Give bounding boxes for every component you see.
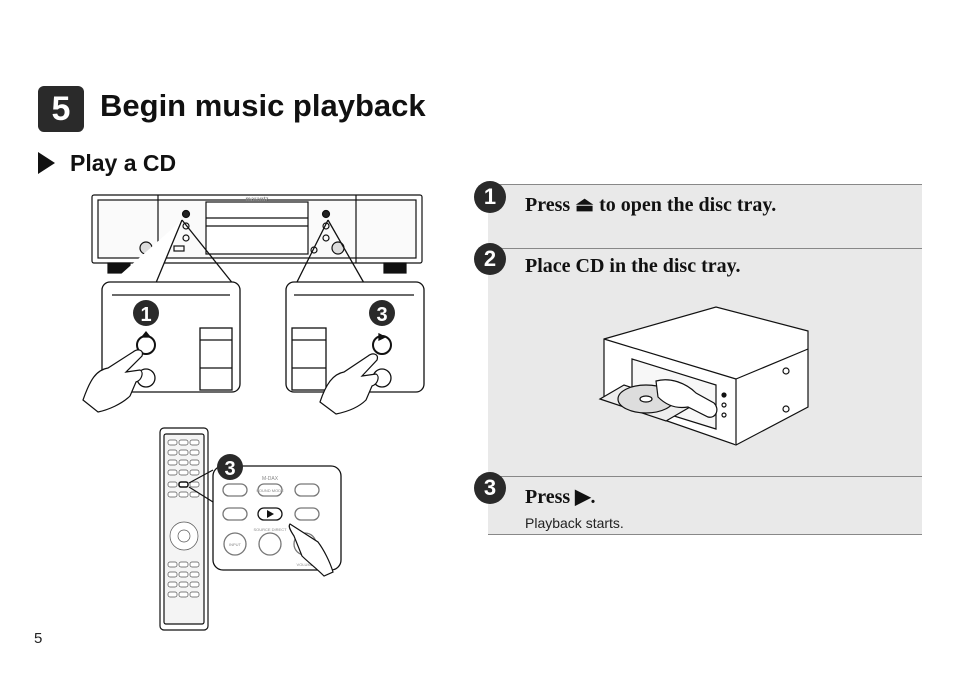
hand-remote-icon [288,523,334,577]
step-1-number: 1 [474,181,506,213]
hand-disc-icon [655,379,718,418]
section-title: Play a CD [70,150,177,176]
callout-badge-remote: 3 [217,454,243,480]
svg-text:3: 3 [224,458,235,480]
cd-player-illustration: marantz 1 3 [82,194,425,631]
section-arrow-icon [38,152,55,174]
step-2-text: Place CD in the disc tray. [525,255,741,277]
callout-badge-right: 3 [369,300,395,326]
remote-label-source-direct: SOURCE DIRECT [253,527,287,532]
step-2-number: 2 [474,243,506,275]
step-3: 3 Press ▶. Playback starts. [474,472,922,535]
hand-right-icon [319,353,379,415]
step-number-badge: 5 [38,86,84,132]
step-3-number: 3 [474,472,506,504]
svg-text:3: 3 [376,304,387,326]
remote-label-mdax: M-DAX [262,476,279,482]
step-1-text: Press ⏏ to open the disc tray. [525,194,777,216]
step-3-subtext: Playback starts. [525,515,624,531]
remote-label-volume: VOLUME [297,562,314,567]
hand-left-icon [82,349,143,413]
disc-tray-illustration [598,306,809,446]
page-number: 5 [34,630,43,647]
step-1: 1 Press ⏏ to open the disc tray. [474,181,922,249]
callout-badge-left: 1 [133,300,159,326]
remote-buttons [167,439,200,598]
brand-logo-text: marantz [245,197,268,203]
remote-label-sound-mode: SOUND MODE [256,488,284,493]
page-title: Begin music playback [100,88,426,123]
step-3-text: Press ▶. [525,486,596,508]
cd-player-front [91,194,423,274]
svg-text:1: 1 [140,304,151,326]
step-2: 2 Place CD in the disc tray. [474,243,922,477]
steps-panel: 1 Press ⏏ to open the disc tray. 2 Place… [474,181,922,535]
remote-label-input: INPUT [229,542,242,547]
